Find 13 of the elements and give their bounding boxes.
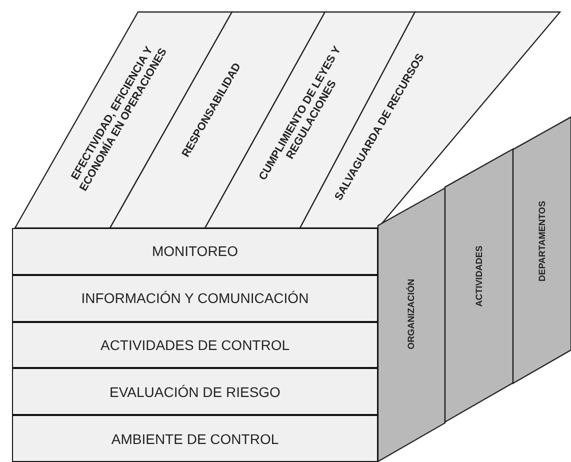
- row-label: MONITOREO: [152, 243, 238, 260]
- front-face-row: [12, 322, 378, 368]
- front-face-row: [12, 274, 378, 322]
- front-face-row: [12, 415, 378, 462]
- row-label: INFORMACIÓN Y COMUNICACIÓN: [81, 290, 309, 306]
- front-face-row: [12, 368, 378, 416]
- row-label: EVALUACIÓN DE RIESGO: [110, 384, 280, 400]
- row-label: ACTIVIDADES DE CONTROL: [100, 336, 290, 353]
- row-label: AMBIENTE DE CONTROL: [111, 430, 279, 447]
- band-label: ORGANIZACIÓN: [406, 278, 416, 352]
- band-label: ACTIVIDADES: [474, 244, 484, 309]
- front-face-row: [12, 228, 378, 275]
- band-label: DEPARTAMENTOS: [536, 200, 548, 284]
